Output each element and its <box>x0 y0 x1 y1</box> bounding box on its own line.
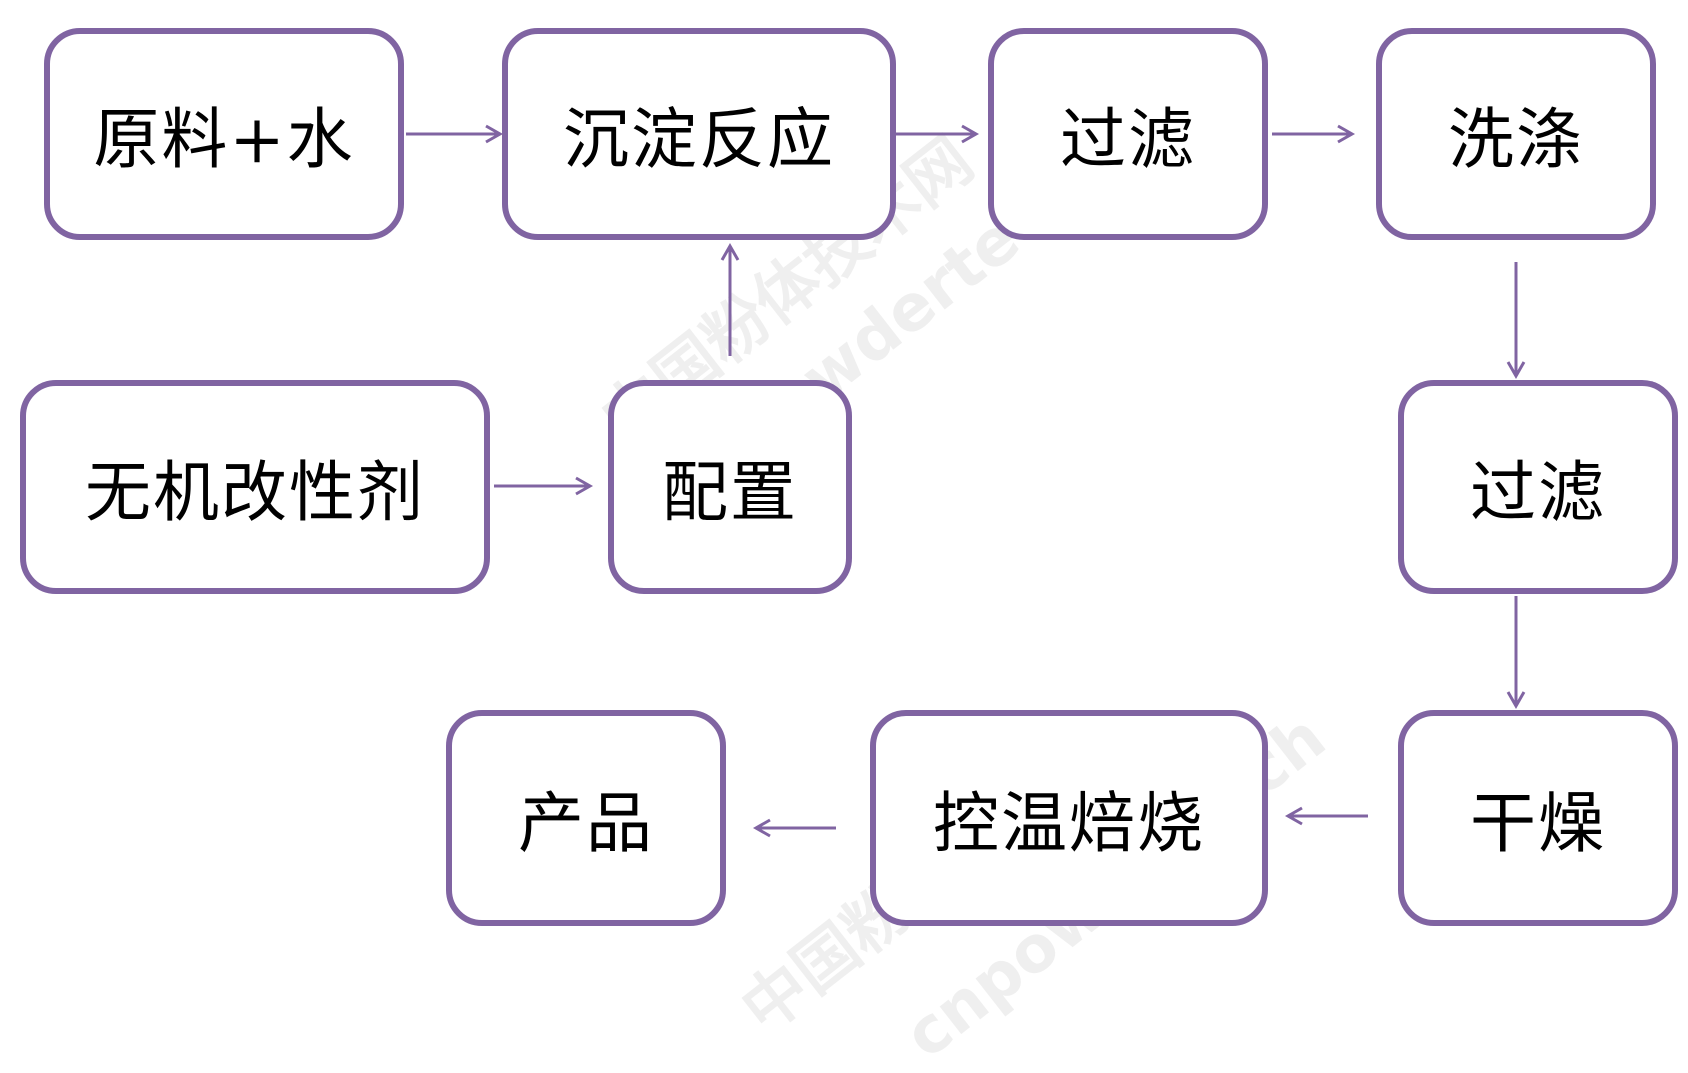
node-drying: 干燥 <box>1398 710 1678 926</box>
node-raw-material-water: 原料+水 <box>44 28 404 240</box>
node-inorganic-modifier: 无机改性剂 <box>20 380 490 594</box>
node-precipitation-reaction: 沉淀反应 <box>502 28 896 240</box>
node-product: 产品 <box>446 710 726 926</box>
node-controlled-calcination: 控温焙烧 <box>870 710 1268 926</box>
node-preparation: 配置 <box>608 380 852 594</box>
flow-arrows <box>406 124 1526 838</box>
node-filter-2: 过滤 <box>1398 380 1678 594</box>
node-wash: 洗涤 <box>1376 28 1656 240</box>
node-filter-1: 过滤 <box>988 28 1268 240</box>
